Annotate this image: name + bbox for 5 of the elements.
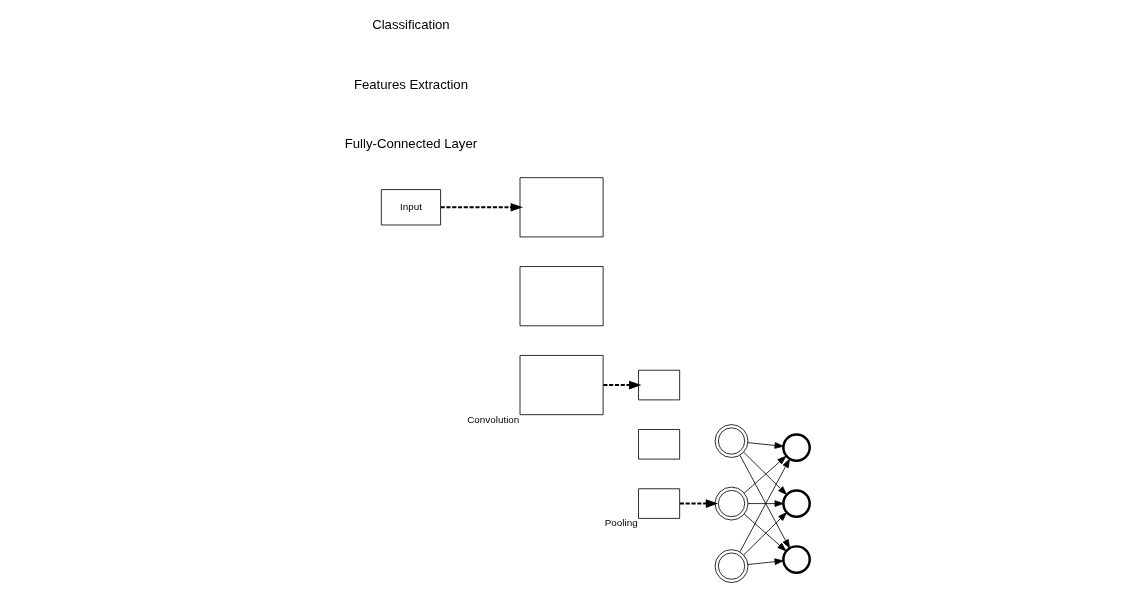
- node-label: Convolution: [466, 413, 519, 425]
- label: Classification: [371, 17, 450, 33]
- label: Fully-Connected Layer: [344, 135, 477, 151]
- node-label: Pooling: [604, 517, 638, 529]
- label: Features Extraction: [353, 76, 468, 92]
